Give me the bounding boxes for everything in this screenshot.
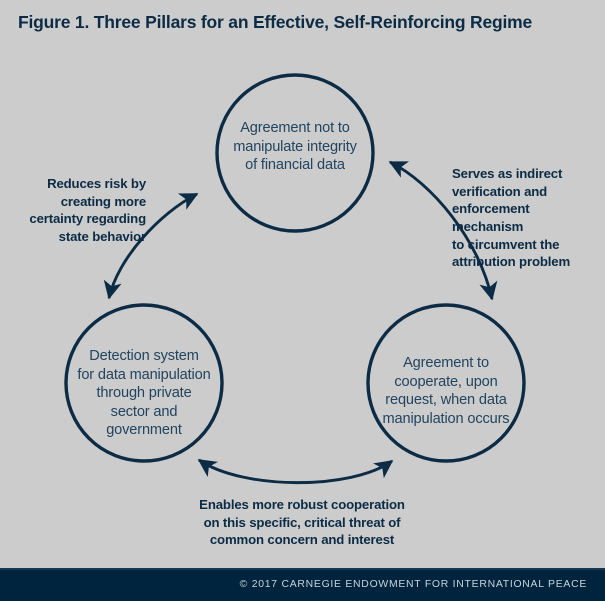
circle-left-line-2: for data manipulation <box>77 366 211 383</box>
connector-left-line-3: certainty regarding <box>29 211 146 227</box>
circle-left-line-5: government <box>106 422 182 439</box>
connector-bottom-arrow <box>197 458 394 485</box>
circle-top <box>215 73 375 233</box>
circle-right-line-3: request, when data <box>385 392 507 409</box>
circle-right-line-1: Agreement to <box>403 355 489 371</box>
footer-bar: © 2017 CARNEGIE ENDOWMENT FOR INTERNATIO… <box>0 568 605 601</box>
circle-top-line-1: Agreement not to <box>240 120 350 136</box>
connector-bottom-line-3: common concern and interest <box>209 532 395 548</box>
circle-left-label: Detection system for data manipulation t… <box>62 347 226 440</box>
connector-right-line-5: attribution problem <box>452 254 571 270</box>
connector-right-line-4: to circumvent the <box>452 236 560 252</box>
connector-left-line-2: creating more <box>60 193 146 209</box>
circle-left-line-1: Detection system <box>89 348 199 364</box>
connector-left-label: Reduces risk by creating more certainty … <box>10 175 146 246</box>
connector-left-arrow <box>103 192 199 300</box>
connector-left-line-1: Reduces risk by <box>47 176 146 191</box>
connector-bottom-line-2: on this specific, critical threat of <box>203 514 401 530</box>
connector-bottom-label: Enables more robust cooperation on this … <box>152 496 452 549</box>
circle-right <box>366 303 526 463</box>
connector-right-arrow <box>388 160 498 301</box>
connector-left-line-4: state behavior <box>58 229 146 245</box>
figure-title: Figure 1. Three Pillars for an Effective… <box>18 12 533 32</box>
circle-left-line-3: through private <box>96 385 192 402</box>
circle-right-line-2: cooperate, upon <box>394 373 498 390</box>
circle-left <box>64 303 224 463</box>
circle-right-line-4: manipulation occurs <box>382 410 510 427</box>
circle-top-line-3: of financial data <box>245 157 345 174</box>
circle-left-line-4: sector and <box>110 403 178 420</box>
circle-top-label: Agreement not to manipulate integrity of… <box>213 119 377 175</box>
circle-right-label: Agreement to cooperate, upon request, wh… <box>364 354 528 428</box>
connector-bottom-line-1: Enables more robust cooperation <box>199 497 405 512</box>
copyright-credit: © 2017 CARNEGIE ENDOWMENT FOR INTERNATIO… <box>239 579 587 590</box>
connector-right-line-2: verification and <box>452 183 548 199</box>
connector-right-label: Serves as indirect verification and enfo… <box>452 165 598 271</box>
circle-top-line-2: manipulate integrity <box>233 138 357 155</box>
connector-right-line-1: Serves as indirect <box>452 166 563 181</box>
connector-right-line-3: enforcement mechanism <box>452 201 530 235</box>
